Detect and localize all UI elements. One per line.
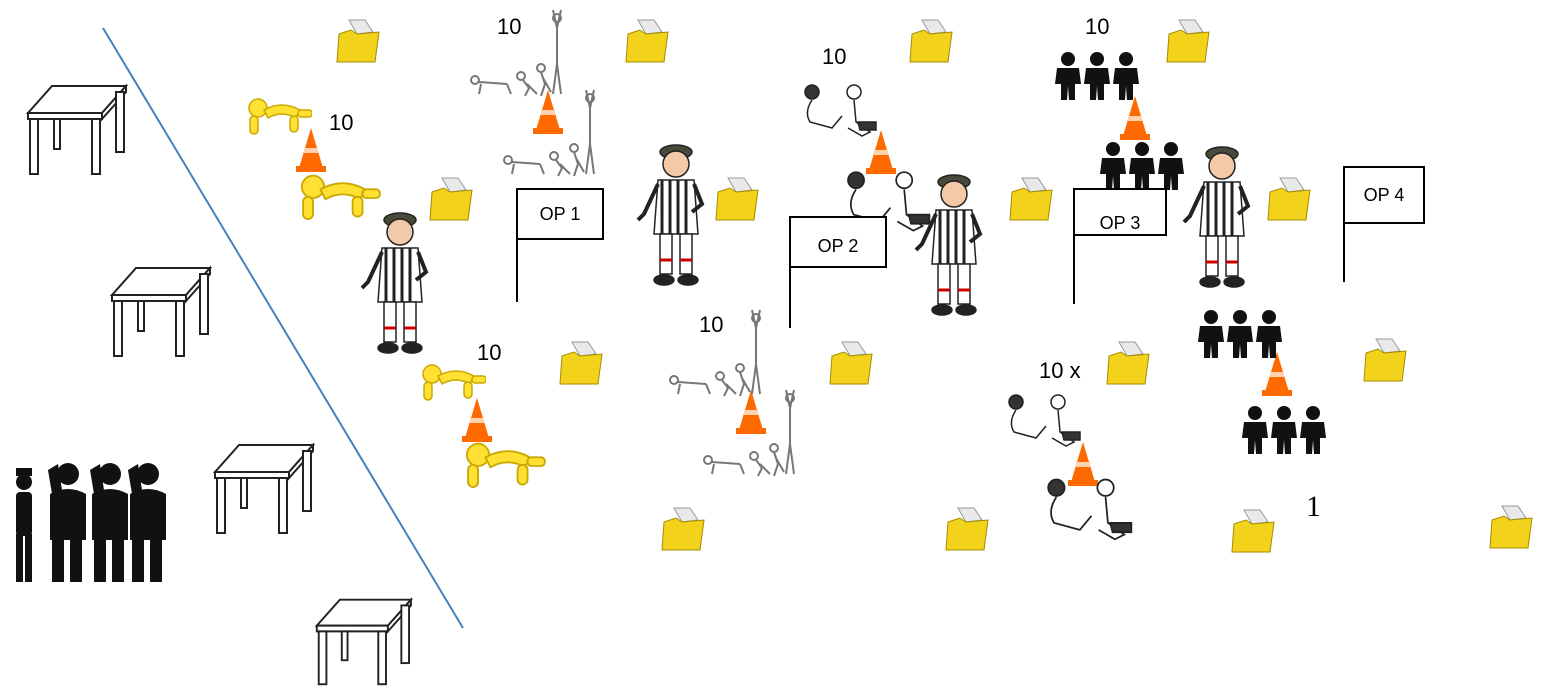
referee-icon [914, 174, 983, 316]
table-icon [314, 597, 414, 686]
cone-icon [533, 90, 563, 134]
situp-pair-icon [847, 171, 931, 232]
pushup-figure-icon [703, 389, 795, 477]
flag-op4: OP 4 [1343, 166, 1425, 224]
folder-icon [715, 177, 759, 221]
cone-icon [1068, 442, 1098, 486]
folder-icon [559, 341, 603, 385]
cone-icon [296, 128, 326, 172]
table-icon [212, 442, 316, 534]
squat-group-icon [1100, 142, 1184, 190]
cone-icon [1120, 96, 1150, 140]
pushup-figure-icon [470, 9, 562, 97]
folder-icon [1009, 177, 1053, 221]
referee-icon [360, 212, 429, 354]
flag-pole [1073, 188, 1075, 304]
rep-label: 10 [1085, 14, 1110, 39]
folder-icon [909, 19, 953, 63]
flag-op2: OP 2 [789, 216, 887, 268]
rep-label: 10 [329, 110, 354, 135]
rep-label: 10 [497, 14, 522, 39]
folder-icon [336, 19, 380, 63]
squat-group-icon [1242, 406, 1326, 454]
folder-icon [429, 177, 473, 221]
table-icon [25, 83, 129, 175]
cone-icon [866, 130, 896, 174]
crawl-figure-icon [248, 98, 312, 135]
folder-icon [661, 507, 705, 551]
referee-icon [636, 144, 705, 286]
folder-icon [1166, 19, 1210, 63]
cone-icon [462, 398, 492, 442]
folder-icon [1231, 509, 1275, 553]
folder-icon [625, 19, 669, 63]
table-icon [109, 265, 213, 357]
pushup-figure-icon [503, 89, 595, 177]
cone-icon [1262, 352, 1292, 396]
crawl-figure-icon [300, 174, 381, 220]
squat-group-icon [1055, 52, 1139, 100]
flag-op1: OP 1 [516, 188, 604, 240]
crawl-figure-icon [465, 442, 546, 488]
folder-icon [1489, 505, 1533, 549]
rep-label: 10 [822, 44, 847, 69]
folder-icon [945, 507, 989, 551]
folder-icon [1363, 338, 1407, 382]
folder-icon [1106, 341, 1150, 385]
rep-label: 10 [477, 340, 502, 365]
cone-icon [736, 390, 766, 434]
rep-label: 10 [699, 312, 724, 337]
flag-op3: OP 3 [1073, 188, 1167, 236]
situp-pair-icon [1047, 478, 1133, 541]
flag-pole [1343, 166, 1345, 282]
station-number: 1 [1306, 490, 1321, 523]
folder-icon [1267, 177, 1311, 221]
saluting-group-icon [16, 463, 166, 582]
flag-pole [789, 216, 791, 328]
crawl-figure-icon [422, 364, 486, 401]
situp-pair-icon [804, 84, 877, 137]
folder-icon [829, 341, 873, 385]
flag-pole [516, 188, 518, 302]
pushup-figure-icon [669, 309, 761, 397]
rep-label: 10 x [1039, 358, 1081, 383]
referee-icon [1182, 146, 1251, 288]
situp-pair-icon [1008, 394, 1081, 447]
squat-group-icon [1198, 310, 1282, 358]
